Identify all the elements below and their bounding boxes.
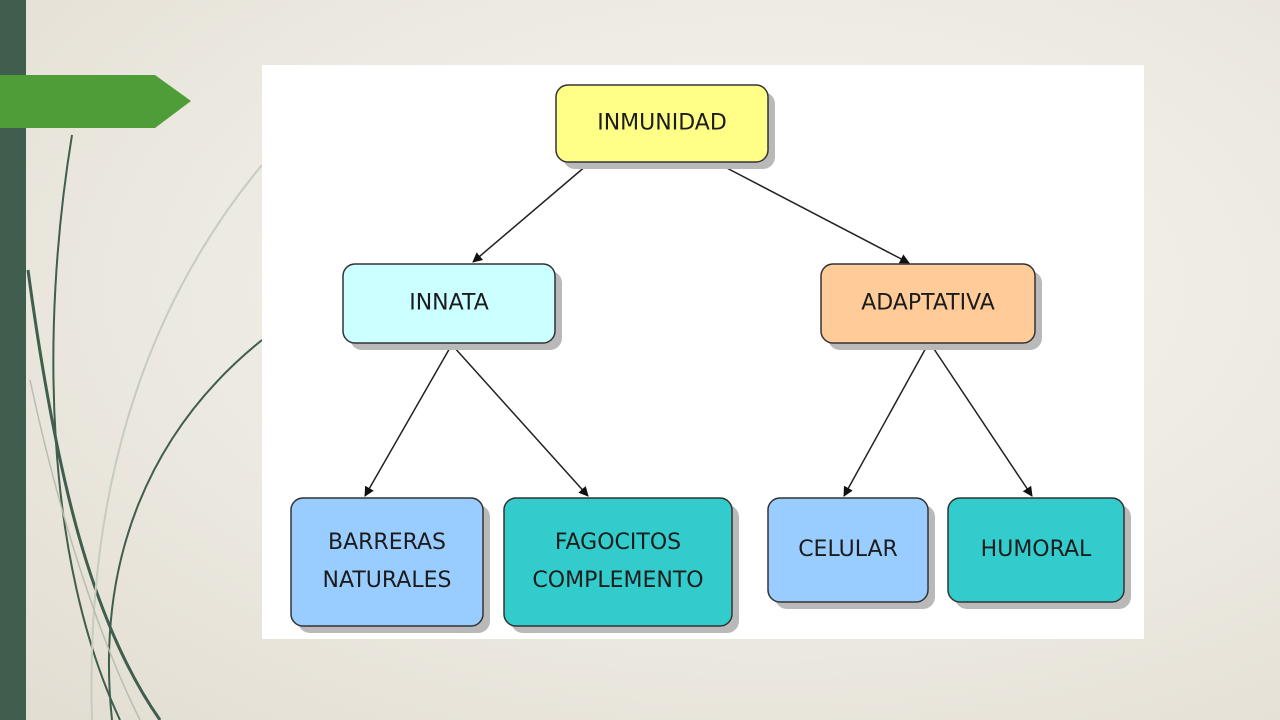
node-celular: CELULAR [767,497,935,609]
node-box [767,497,929,603]
node-adaptativa: ADAPTATIVA [820,263,1042,350]
node-label: ADAPTATIVA [861,291,995,316]
edge-innata-to-barreras [364,345,452,497]
node-box [503,497,733,627]
node-humoral: HUMORAL [947,497,1131,609]
concept-diagram: INMUNIDAD INNATA ADAPTATIVA BARRERAS NATURAL… [290,84,1131,633]
accent-arrow-tab [0,75,191,128]
node-label: CELULAR [798,537,898,562]
node-box [947,497,1125,603]
node-label: INMUNIDAD [597,111,727,136]
node-label: COMPLEMENTO [532,568,703,593]
edge-innata-to-fagocitos [452,345,589,497]
node-label: NATURALES [323,568,452,593]
node-fagocitos: FAGOCITOS COMPLEMENTO [503,497,739,633]
node-box [820,263,1036,344]
node-inmunidad: INMUNIDAD [555,84,775,169]
node-innata: INNATA [342,263,562,350]
edge-inmunidad-to-adaptativa [720,164,910,264]
edge-adaptativa-to-celular [843,345,928,497]
node-label: HUMORAL [981,537,1092,562]
diagram-panel: INMUNIDAD INNATA ADAPTATIVA BARRERAS NATURAL… [262,65,1144,639]
edge-adaptativa-to-humoral [931,345,1033,497]
node-label: FAGOCITOS [555,530,681,555]
node-barreras: BARRERAS NATURALES [290,497,490,633]
node-label: BARRERAS [328,530,446,555]
node-box [290,497,484,627]
edge-inmunidad-to-innata [472,164,588,263]
node-label: INNATA [409,291,489,316]
node-box [342,263,556,344]
node-box [555,84,769,163]
decorative-curves [26,134,263,720]
